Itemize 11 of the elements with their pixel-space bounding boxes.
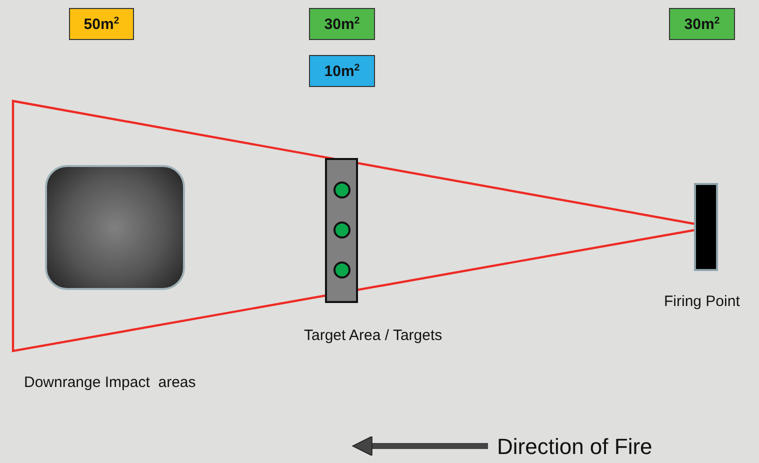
impact-area: [45, 165, 185, 290]
firing-point-marker: [694, 183, 718, 271]
node-label: Firing Point: [664, 293, 740, 310]
area-size-label: 10m$^{2}$: [324, 62, 360, 80]
area-size-label: 30m$^{2}$: [684, 16, 720, 32]
target-stand: [325, 158, 358, 303]
direction-label: Direction of Fire: [497, 434, 652, 460]
area-label: Downrange Impact areas: [24, 374, 196, 391]
area-size-label: 30m$^{2}$: [324, 16, 360, 32]
area-size-label: 50m$^{2}$: [84, 16, 120, 32]
node-label: Target Area / Targets: [304, 327, 442, 344]
